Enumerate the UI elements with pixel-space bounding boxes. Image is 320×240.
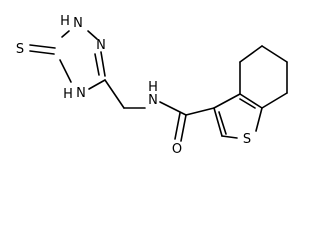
bond-c7a-c3a-inner <box>239 98 256 109</box>
bond-n-carbonyl <box>159 101 187 116</box>
atom-n2: N <box>96 38 106 53</box>
bond-c4-c5 <box>239 45 263 63</box>
structure-diagram: S H N N N H N H O S <box>16 14 288 157</box>
atom-n1: N <box>73 16 83 31</box>
atom-thione-s: S <box>16 42 24 57</box>
bond-n2-c3 <box>100 51 106 77</box>
bond-n4-c5 <box>59 59 72 83</box>
atom-labels: S H N N N H N H O S <box>16 14 251 157</box>
cyclohexane-ring <box>239 45 288 109</box>
atom-n1-hydrogen: H <box>60 14 70 29</box>
bond-carbonyl-c3t <box>185 107 215 116</box>
thiophene-ring <box>213 93 263 139</box>
bond-s-c7a <box>255 107 263 132</box>
atom-n4: N <box>76 86 86 101</box>
bond-co-b <box>174 112 181 140</box>
bond-c3a-c3 <box>213 93 241 109</box>
triazole-ring <box>29 30 106 90</box>
bond-c3-n4 <box>88 79 106 90</box>
methylene-linker <box>104 79 146 109</box>
atom-n4-hydrogen: H <box>63 87 73 102</box>
atom-amide-n: N <box>148 93 158 108</box>
bond-c3-c2 <box>213 107 223 137</box>
bond-c5-s-double-a <box>29 44 56 49</box>
atom-amide-hydrogen: H <box>148 80 158 95</box>
amide-group <box>159 101 215 142</box>
atom-carbonyl-o: O <box>172 142 182 157</box>
molecule-canvas: S H N N N H N H O S <box>16 14 288 157</box>
bond-c7-c7a <box>261 92 288 109</box>
bond-c2-s <box>221 135 238 139</box>
bond-n1-n2 <box>87 30 98 40</box>
bond-c3-c2-inner <box>218 111 227 135</box>
bond-c7a-c3a <box>239 93 263 109</box>
bond-co-a <box>180 114 187 142</box>
bond-n2-c3-double <box>94 53 100 76</box>
atom-thiophene-s: S <box>243 132 251 147</box>
bond-c5-s-double-b <box>29 50 55 55</box>
bond-c5-c6 <box>261 45 288 63</box>
bond-c5-n1 <box>61 30 70 38</box>
bond-c3-ch2 <box>104 79 125 109</box>
